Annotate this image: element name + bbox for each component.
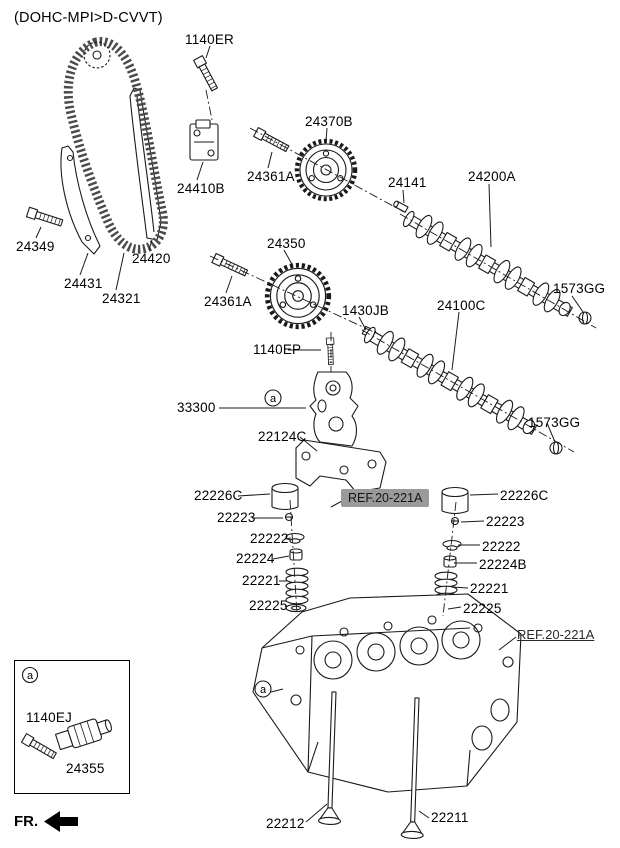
cvvt-sprocket-24370b [297, 141, 355, 199]
part-label-1140ej: 1140EJ [26, 710, 72, 725]
camshaft-exhaust-24200a [399, 205, 578, 323]
part-label-1140er: 1140ER [185, 32, 234, 47]
leader-lines [35, 45, 584, 823]
part-label-22211: 22211 [431, 810, 469, 825]
legend-solenoid-24355 [54, 718, 112, 751]
part-label-22225-right: 22225 [463, 601, 502, 616]
part-label-22224: 22224 [236, 551, 275, 566]
ref-link-2[interactable]: REF.20-221A [517, 627, 595, 642]
cvvt-sprocket-24350 [267, 265, 328, 326]
bolt-1140er [193, 55, 220, 93]
part-label-22223-right: 22223 [486, 514, 525, 529]
part-label-1430jb: 1430JB [342, 303, 389, 318]
part-label-22224b: 22224B [479, 557, 527, 572]
part-label-22124c: 22124C [258, 429, 307, 444]
part-label-24361a-1: 24361A [247, 169, 295, 184]
bracket-22124c [295, 439, 387, 493]
cylinder-head [252, 593, 522, 793]
part-label-1573gg-2: 1573GG [528, 415, 581, 430]
part-label-22226c-right: 22226C [500, 488, 549, 503]
part-label-24410b: 24410B [177, 181, 225, 196]
marker-a-2: a [260, 684, 267, 696]
part-label-22225-left: 22225 [249, 598, 288, 613]
part-label-24370b: 24370B [305, 114, 353, 129]
part-label-24355: 24355 [66, 761, 105, 776]
chain-guide-left [60, 145, 101, 255]
marker-a-legend: a [27, 670, 34, 682]
part-label-24100c: 24100C [437, 298, 486, 313]
part-label-24420: 24420 [132, 251, 171, 266]
part-label-22222-right: 22222 [482, 539, 521, 554]
plug-1573gg-1 [578, 311, 592, 325]
part-label-33300: 33300 [177, 400, 216, 415]
part-label-22223-left: 22223 [217, 510, 256, 525]
diagram-title: (DOHC-MPI>D-CVVT) [14, 10, 163, 26]
part-label-24350: 24350 [267, 236, 306, 251]
marker-a-1: a [270, 393, 277, 405]
part-label-22226c-left: 22226C [194, 488, 243, 503]
bolt-1140ep [325, 337, 336, 366]
valve-22212 [317, 691, 342, 825]
part-label-22221-right: 22221 [470, 581, 509, 596]
bolt-24349 [25, 206, 64, 229]
part-label-24200a: 24200A [468, 169, 516, 184]
ref-link-1[interactable]: REF.20-221A [341, 489, 430, 507]
valve-22211 [400, 697, 424, 839]
part-label-24141: 24141 [388, 175, 427, 190]
part-label-22212: 22212 [266, 816, 305, 831]
part-label-24431: 24431 [64, 276, 103, 291]
part-label-24361a-2: 24361A [204, 294, 252, 309]
legend-box [14, 660, 130, 794]
chain-guide-right [129, 87, 162, 241]
part-label-24321: 24321 [102, 291, 141, 306]
part-label-1140ep: 1140EP [253, 342, 302, 357]
part-label-1573gg-1: 1573GG [553, 281, 606, 296]
ocv-assembly-33300 [309, 371, 359, 447]
front-direction-arrow [44, 811, 78, 832]
part-label-24349: 24349 [16, 239, 55, 254]
part-label-22222-left: 22222 [250, 531, 289, 546]
assembly-axes [205, 89, 597, 617]
fr-label: FR. [14, 813, 39, 830]
circle-markers [21, 389, 282, 698]
chain-tensioner [189, 119, 219, 161]
part-label-22221-left: 22221 [242, 573, 281, 588]
timing-chain [63, 37, 168, 254]
